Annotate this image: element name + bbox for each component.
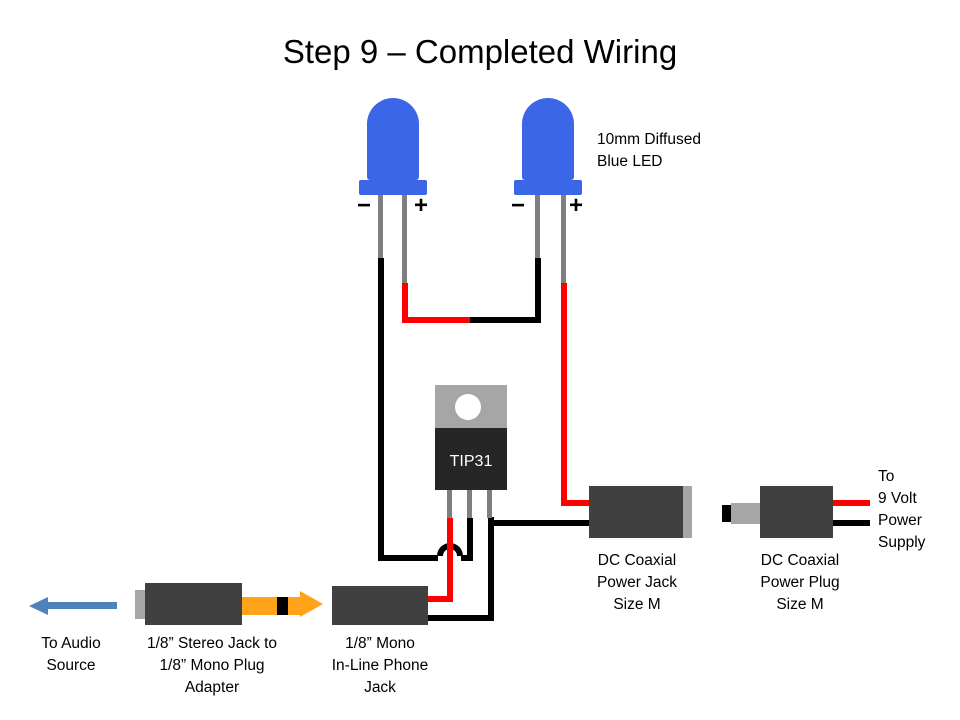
adapter-body	[145, 583, 242, 625]
led2-minus-label: −	[510, 192, 525, 219]
led1-minus-label: −	[356, 192, 371, 219]
wire-emitter-vertical	[488, 517, 494, 621]
wire-plug-red	[833, 500, 870, 506]
tip31-leg-emitter	[487, 490, 492, 518]
mono-jack-body	[332, 586, 428, 625]
wire-black-to-mono-jack	[428, 615, 494, 621]
wire-red-to-power-jack	[561, 500, 589, 506]
wire-black-to-power-jack	[488, 520, 589, 526]
wire-led2-cathode-horizontal	[470, 317, 538, 323]
slide-title: Step 9 – Completed Wiring	[282, 33, 678, 70]
led1-cathode-lead	[378, 194, 383, 264]
tip31-mounting-hole	[455, 394, 481, 420]
tip31-label: TIP31	[449, 453, 493, 470]
audio-arrow-head-icon	[29, 597, 48, 615]
led2-plus-label: +	[568, 192, 583, 219]
tip31-body: TIP31	[435, 428, 507, 490]
power-plug-label: DC Coaxial Power Plug Size M	[760, 552, 840, 613]
led1-flange	[359, 180, 427, 195]
power-jack-tip-ring	[683, 486, 692, 538]
wire-led2-anode-vertical	[561, 283, 567, 506]
led1-dome	[367, 98, 419, 180]
led2-cathode-lead	[535, 194, 540, 264]
wire-collector-drop	[467, 518, 473, 561]
adapter-collar	[135, 590, 145, 619]
power-plug-body	[760, 486, 833, 538]
adapter-plug-shaft	[242, 597, 300, 615]
wire-base-row-left	[378, 555, 438, 561]
power-jack-label: DC Coaxial Power Jack Size M	[596, 552, 678, 613]
led-annotation: 10mm Diffused Blue LED	[597, 131, 701, 170]
adapter-plug-tip	[300, 591, 323, 617]
tip31-leg-collector	[467, 490, 472, 518]
led2-flange	[514, 180, 582, 195]
power-jack-body	[589, 486, 683, 538]
power-supply-note: To 9 Volt Power Supply	[878, 468, 926, 551]
wire-plug-black	[833, 520, 870, 526]
wire-led1-anode-vertical	[402, 283, 408, 323]
audio-source-note: To Audio Source	[41, 635, 101, 674]
mono-jack-label: 1/8” Mono In-Line Phone Jack	[331, 635, 429, 696]
tip31-leg-base	[447, 490, 452, 518]
wire-red-to-mono-jack	[428, 596, 453, 602]
led2-dome	[522, 98, 574, 180]
led1-anode-lead	[402, 194, 407, 289]
wire-led1-anode-horizontal	[402, 317, 470, 323]
led2-anode-lead	[561, 194, 566, 289]
wire-led2-cathode-vertical	[535, 258, 541, 323]
adapter-plug-band	[277, 597, 288, 615]
led1-plus-label: +	[413, 192, 428, 219]
wire-base-red-vertical	[447, 518, 453, 602]
power-plug-barrel	[731, 503, 760, 524]
wire-led1-cathode-vertical	[378, 258, 384, 561]
audio-arrow-shaft	[46, 602, 117, 609]
power-plug-pin	[722, 505, 731, 522]
adapter-label: 1/8” Stereo Jack to 1/8” Mono Plug Adapt…	[146, 635, 278, 696]
